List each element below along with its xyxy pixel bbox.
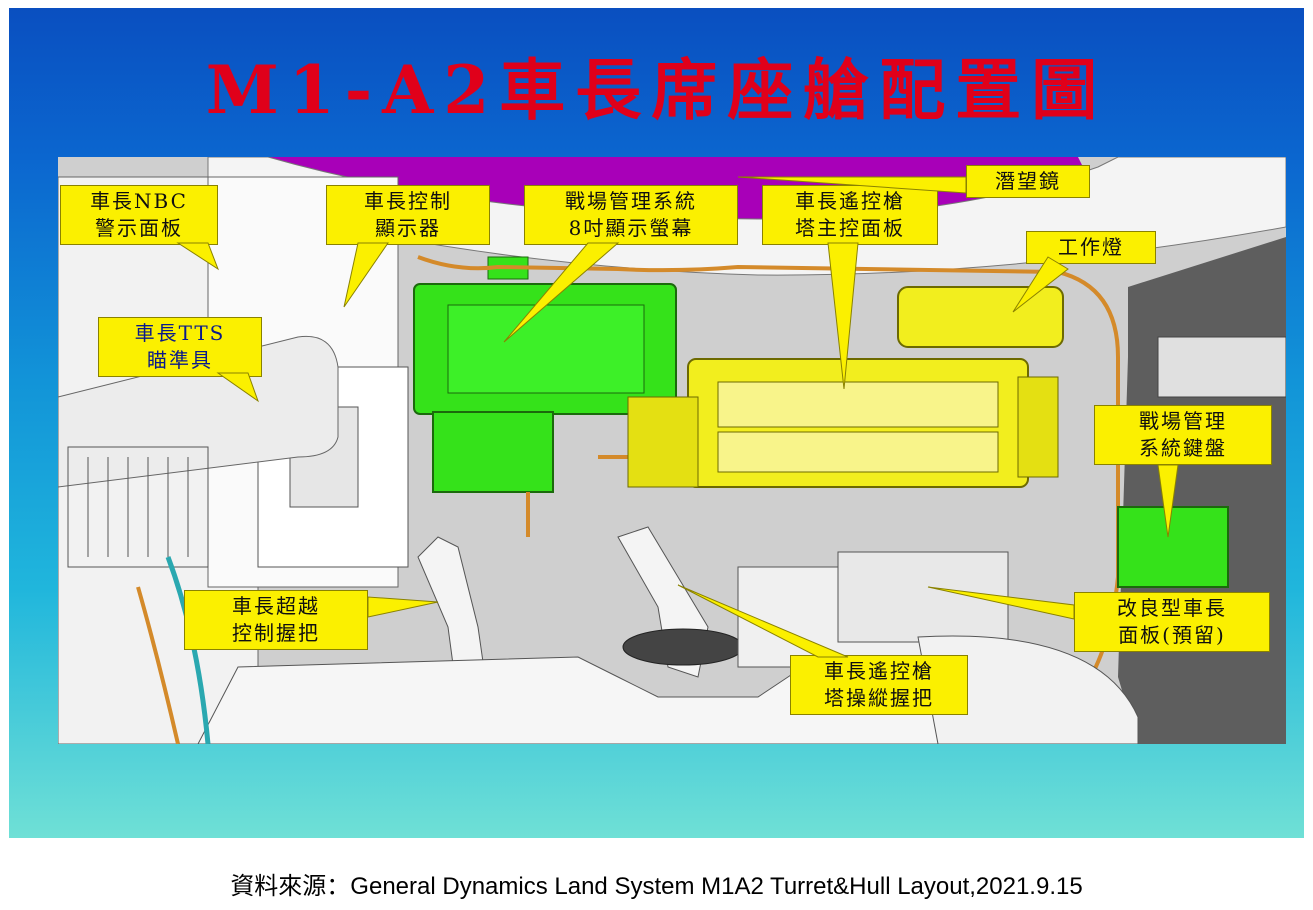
bms-keyboard-shape <box>1117 506 1229 588</box>
callout-line: 控制握把 <box>232 621 320 645</box>
callout-override-handle: 車長超越 控制握把 <box>184 590 368 650</box>
callout-work-light: 工作燈 <box>1026 231 1156 264</box>
work-light-shape <box>897 286 1064 348</box>
callout-bms-keyboard: 戰場管理 系統鍵盤 <box>1094 405 1272 465</box>
source-citation: 資料來源：General Dynamics Land System M1A2 T… <box>230 873 1083 900</box>
callout-line: 系統鍵盤 <box>1139 436 1227 460</box>
callout-line: 警示面板 <box>95 216 183 240</box>
callout-line: 顯示器 <box>375 216 441 240</box>
callout-improved-panel: 改良型車長 面板(預留) <box>1074 592 1270 652</box>
callout-line: 塔主控面板 <box>795 216 905 240</box>
callout-tts-sight: 車長TTS 瞄準具 <box>98 317 262 377</box>
callout-line: 車長遙控槍 <box>795 189 905 213</box>
callout-line: 車長超越 <box>232 594 320 618</box>
callout-line: 工作燈 <box>1058 235 1124 259</box>
callout-line: 潛望鏡 <box>995 169 1061 193</box>
callout-line: 車長控制 <box>364 189 452 213</box>
callout-line: 車長NBC <box>90 189 188 213</box>
callout-crows-grip: 車長遙控槍 塔操縱握把 <box>790 655 968 715</box>
callout-crows-main-panel: 車長遙控槍 塔主控面板 <box>762 185 938 245</box>
callout-line: 瞄準具 <box>147 348 213 372</box>
callout-bms-display: 戰場管理系統 8吋顯示螢幕 <box>524 185 738 245</box>
callout-nbc-warning-panel: 車長NBC 警示面板 <box>60 185 218 245</box>
callout-periscope: 潛望鏡 <box>966 165 1090 198</box>
cockpit-illustration: 車長NBC 警示面板 車長控制 顯示器 戰場管理系統 8吋顯示螢幕 車長遙控槍 … <box>58 157 1286 744</box>
page-title: M1-A2車長席座艙配置圖 <box>205 51 1108 129</box>
callout-control-display: 車長控制 顯示器 <box>326 185 490 245</box>
callout-line: 改良型車長 <box>1117 596 1227 620</box>
callout-line: 車長遙控槍 <box>824 659 934 683</box>
callout-line: 戰場管理 <box>1139 409 1227 433</box>
callout-line: 8吋顯示螢幕 <box>568 216 694 240</box>
callout-line: 塔操縱握把 <box>824 686 934 710</box>
callout-line: 戰場管理系統 <box>565 189 697 213</box>
callout-line: 面板(預留) <box>1118 623 1226 647</box>
callout-line: 車長TTS <box>134 321 226 345</box>
